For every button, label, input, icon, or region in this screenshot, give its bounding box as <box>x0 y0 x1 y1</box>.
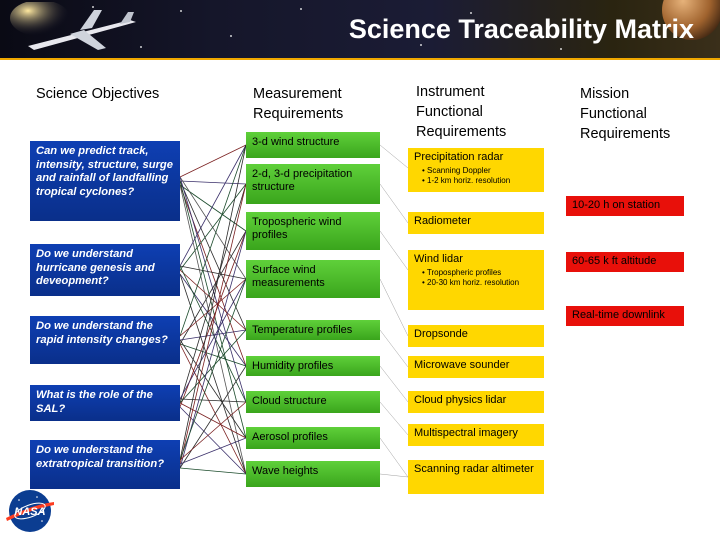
connector-line <box>179 401 247 461</box>
connector-line <box>179 183 247 404</box>
connector-line <box>179 180 247 439</box>
connector-line <box>379 278 409 337</box>
nasa-logo-text: NASA <box>14 506 45 518</box>
connector-line <box>179 339 247 439</box>
connector-line <box>179 329 247 341</box>
mission-box: Real-time downlink <box>566 306 684 326</box>
objective-box: Do we understand hurricane genesis and d… <box>30 244 180 296</box>
connector-line <box>379 329 409 368</box>
instrument-box: Precipitation radar • Scanning Doppler •… <box>408 148 544 192</box>
instrument-box: Dropsonde <box>408 325 544 347</box>
measurement-box: 2-d, 3-d precipitation structure <box>246 164 380 204</box>
connector-line <box>379 401 409 436</box>
header-mission-requirements: Mission Functional Requirements <box>580 86 671 142</box>
measurement-box: Wave heights <box>246 461 380 487</box>
connector-line <box>379 183 409 224</box>
instrument-name: Precipitation radar <box>414 151 504 163</box>
connector-line <box>179 278 247 400</box>
instrument-name: Cloud physics lidar <box>414 394 507 406</box>
connector-line <box>179 437 247 465</box>
connector-line <box>179 180 247 185</box>
instrument-name: Scanning radar altimeter <box>414 463 534 475</box>
measurement-box: Aerosol profiles <box>246 427 380 449</box>
connector-line <box>379 437 409 478</box>
title-banner: Science Traceability Matrix <box>0 0 720 58</box>
instrument-detail: • Tropospheric profiles <box>422 268 502 277</box>
connector-line <box>179 398 247 403</box>
mission-box: 10-20 h on station <box>566 196 684 216</box>
connector-line <box>379 144 409 169</box>
measurement-box: 3-d wind structure <box>246 132 380 158</box>
instrument-name: Wind lidar <box>414 253 463 265</box>
measurement-box: Cloud structure <box>246 391 380 413</box>
instrument-name: Microwave sounder <box>414 359 510 371</box>
connector-line <box>179 365 247 469</box>
connector-line <box>179 144 247 178</box>
instrument-box: Scanning radar altimeter <box>408 460 544 494</box>
instrument-name: Multispectral imagery <box>414 427 518 439</box>
measurement-box: Temperature profiles <box>246 320 380 340</box>
connector-line <box>179 273 247 475</box>
instrument-detail: • 1-2 km horiz. resolution <box>422 176 511 185</box>
connector-line <box>179 176 247 403</box>
page-title: Science Traceability Matrix <box>348 14 694 44</box>
connector-line <box>179 180 247 331</box>
connector-line <box>179 184 247 232</box>
connector-line <box>179 265 247 280</box>
aircraft-icon <box>10 2 136 50</box>
connector-line <box>379 230 409 271</box>
instrument-box: Wind lidar • Tropospheric profiles • 20-… <box>408 250 544 310</box>
objective-box: What is the role of the SAL? <box>30 385 180 421</box>
connector-line <box>179 230 247 469</box>
connector-line <box>179 184 247 475</box>
planet-icon <box>662 0 720 40</box>
nasa-meatball-logo: NASA <box>6 490 54 532</box>
connector-line <box>179 343 247 475</box>
connector-line <box>179 343 247 367</box>
measurement-box: Tropospheric wind profiles <box>246 212 380 250</box>
connector-line <box>179 269 247 331</box>
instrument-box: Multispectral imagery <box>408 424 544 446</box>
measurement-box: Humidity profiles <box>246 356 380 376</box>
connector-line <box>379 473 409 478</box>
connector-line <box>179 144 247 267</box>
mission-box: 60-65 k ft altitude <box>566 252 684 272</box>
instrument-name: Dropsonde <box>414 328 468 340</box>
header-instrument-requirements: Instrument Functional Requirements <box>416 84 507 140</box>
instrument-box: Cloud physics lidar <box>408 391 544 413</box>
connector-line <box>179 230 247 408</box>
measurement-box: Surface wind measurements <box>246 260 380 298</box>
connector-line <box>179 176 247 280</box>
connector-line <box>179 144 247 461</box>
instrument-box: Radiometer <box>408 212 544 234</box>
connector-line <box>179 144 247 337</box>
objective-box: Can we predict track, intensity, structu… <box>30 141 180 221</box>
connector-line <box>179 467 247 475</box>
objective-box: Do we understand the rapid intensity cha… <box>30 316 180 364</box>
instrument-box: Microwave sounder <box>408 356 544 378</box>
instrument-detail: • 20-30 km horiz. resolution <box>422 278 520 287</box>
connector-line <box>179 183 247 465</box>
instrument-detail: • Scanning Doppler <box>422 166 491 175</box>
header-rule <box>0 58 720 60</box>
connector-line <box>179 278 247 337</box>
connector-line <box>179 329 247 404</box>
connector-line <box>179 230 247 345</box>
objective-box: Do we understand the extratropical trans… <box>30 440 180 489</box>
connector-line <box>379 365 409 403</box>
header-measurement-requirements: Measurement Requirements <box>253 86 344 122</box>
header-science-objectives: Science Objectives <box>36 86 160 102</box>
connector-line <box>179 265 247 403</box>
instrument-name: Radiometer <box>414 215 471 227</box>
connector-line <box>179 278 247 461</box>
